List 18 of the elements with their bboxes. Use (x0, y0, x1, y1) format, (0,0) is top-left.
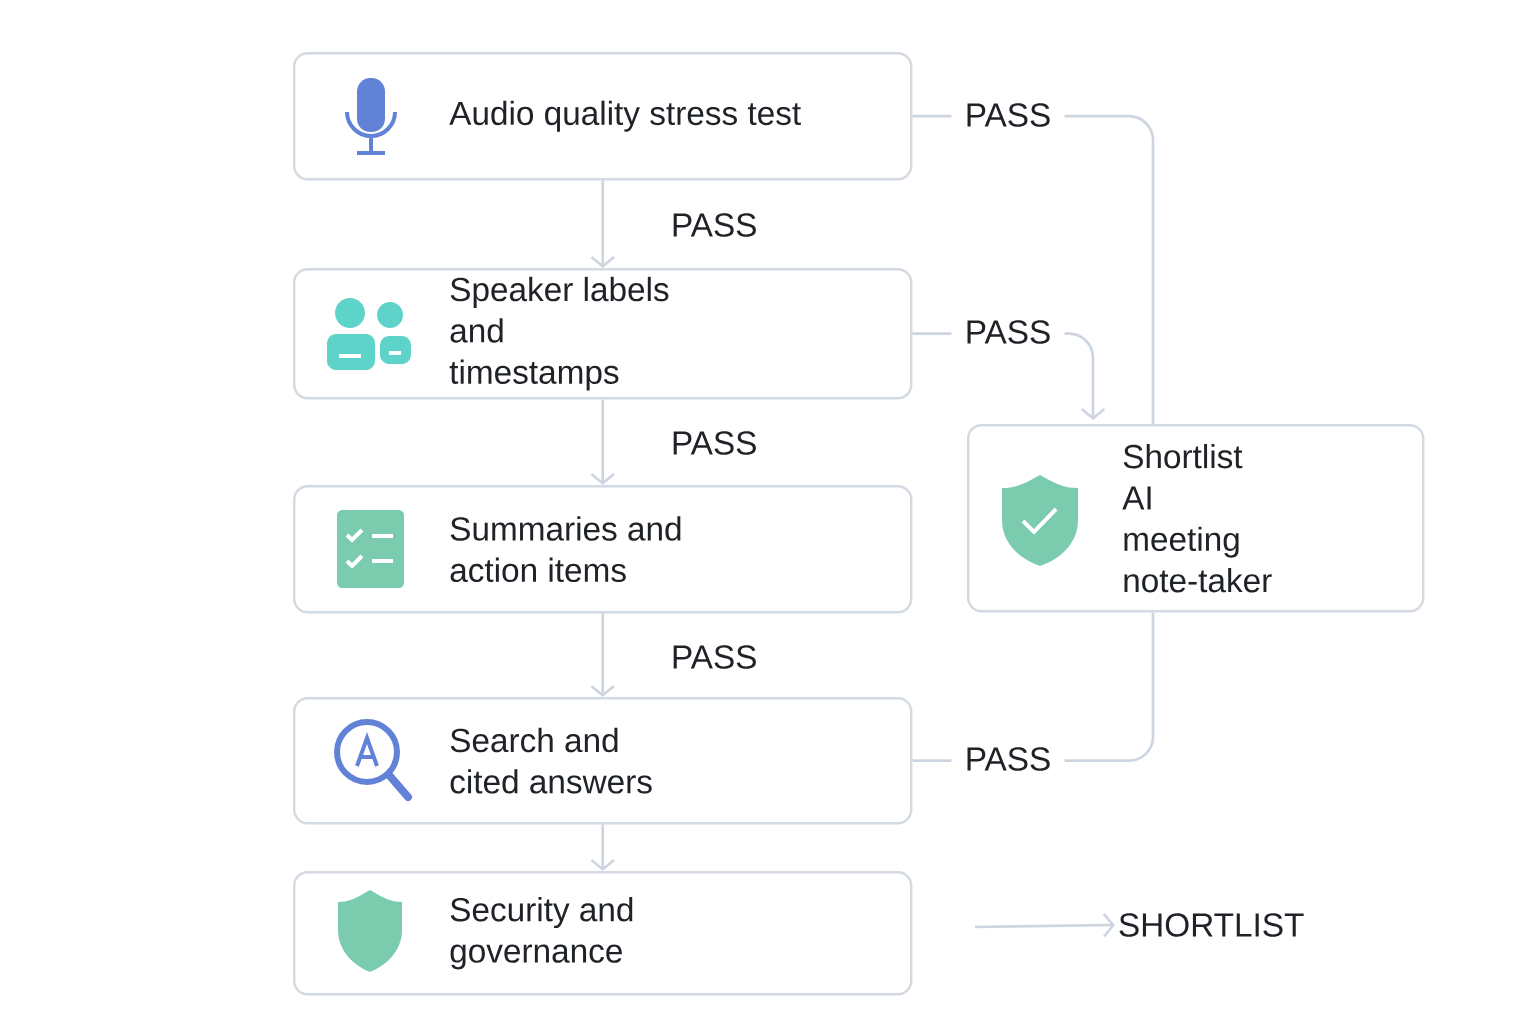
edge-label: PASS (673, 645, 756, 669)
arrow (590, 613, 615, 697)
result-text: SHORTLIST (1119, 913, 1304, 937)
edge-label: PASS (951, 315, 1065, 349)
process-box: Shortlist AI meeting note-taker (967, 424, 1425, 613)
process-box: Summaries and action items (293, 485, 913, 614)
edge-label: PASS (951, 98, 1065, 132)
process-box: Audio quality stress test (293, 52, 913, 181)
process-box: Security and governance (293, 871, 913, 996)
arrow (975, 912, 1115, 938)
edge-label: PASS (673, 431, 756, 455)
edge-label: PASS (673, 213, 756, 237)
arrow (590, 399, 615, 485)
edge-label: PASS (951, 742, 1065, 776)
arrow (590, 824, 615, 871)
process-box: Search and cited answers (293, 697, 913, 825)
process-box: Speaker labels and timestamps (293, 268, 913, 400)
arrow (590, 180, 615, 268)
